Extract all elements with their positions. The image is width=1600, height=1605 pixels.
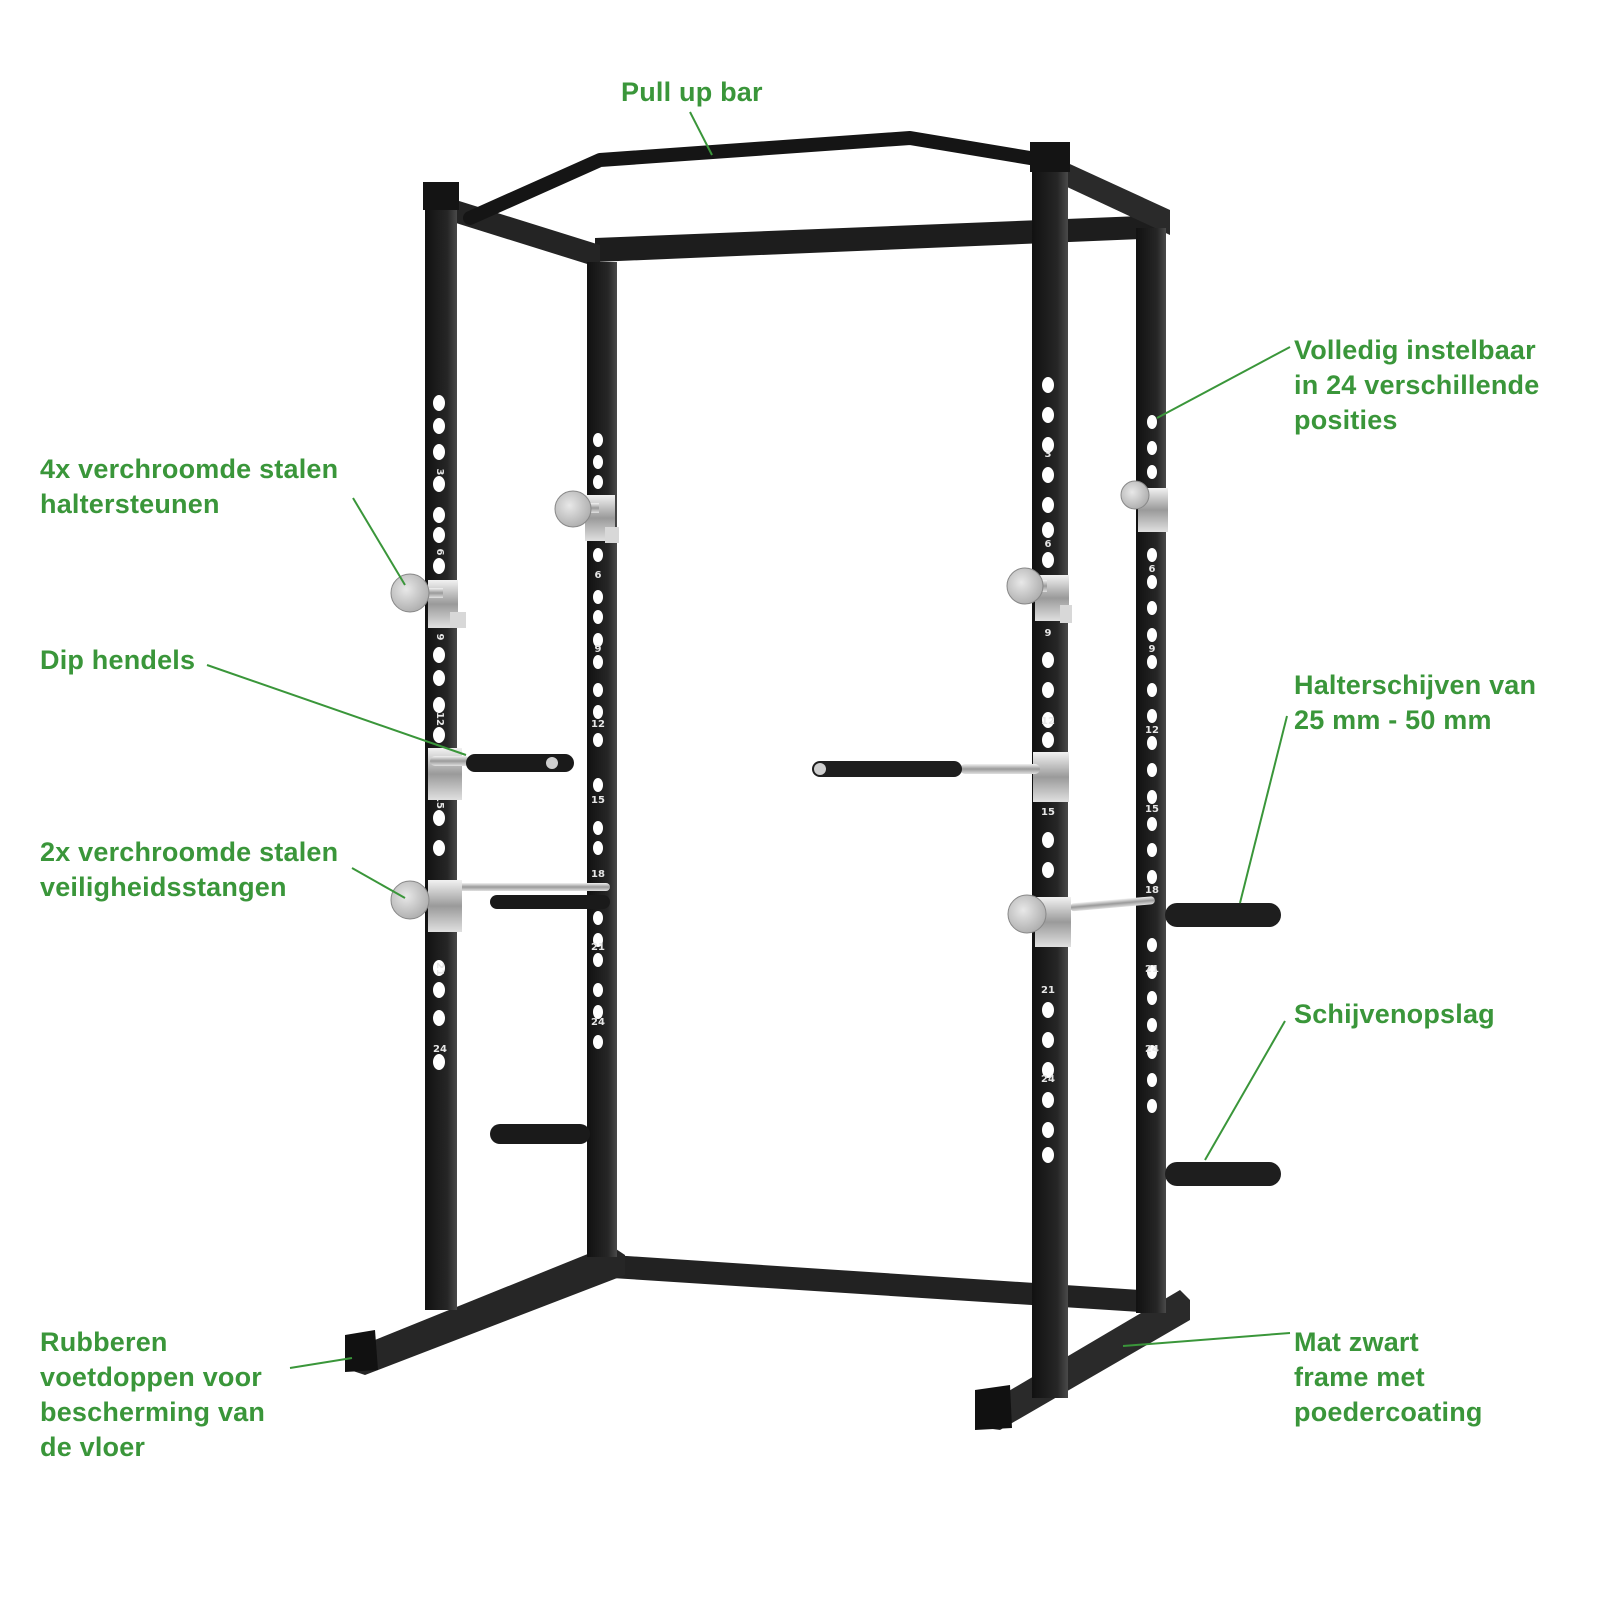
label-plate-storage: Schijvenopslag <box>1294 999 1495 1029</box>
svg-text:15: 15 <box>591 795 605 806</box>
callout-plate-storage <box>1204 1020 1286 1161</box>
dip-handles <box>428 748 1069 802</box>
svg-text:18: 18 <box>1145 885 1159 896</box>
svg-text:6: 6 <box>434 549 445 556</box>
callout-adjustable <box>1156 346 1291 419</box>
svg-text:12: 12 <box>434 712 445 726</box>
plate-storage-pegs <box>490 903 1281 1186</box>
rubber-foot-cap-right <box>975 1385 1012 1430</box>
back-left-post <box>587 262 617 1257</box>
svg-text:9: 9 <box>1045 628 1052 639</box>
svg-text:15: 15 <box>1041 807 1055 818</box>
callout-dip-handles <box>206 664 467 756</box>
svg-text:12: 12 <box>591 719 605 730</box>
svg-text:12: 12 <box>1145 725 1159 736</box>
label-plate-size: Halterschijven van 25 mm - 50 mm <box>1294 670 1537 735</box>
svg-text:24: 24 <box>591 1017 605 1028</box>
pull-up-bar <box>463 131 1037 225</box>
label-bar-holders: 4x verchroomde stalen haltersteunen <box>40 454 339 519</box>
label-adjustable-positions: Volledig instelbaar in 24 verschillende … <box>1294 335 1540 435</box>
label-pull-up-bar: Pull up bar <box>621 77 763 107</box>
rubber-foot-cap-left <box>345 1330 378 1372</box>
bar-holders <box>390 480 1168 628</box>
svg-text:21: 21 <box>434 962 445 976</box>
svg-text:24: 24 <box>433 1044 447 1055</box>
callout-pull-up-bar <box>689 111 713 156</box>
svg-text:6: 6 <box>1149 564 1156 575</box>
svg-text:21: 21 <box>1145 964 1159 975</box>
svg-text:18: 18 <box>591 869 605 880</box>
callout-rubber-feet <box>289 1357 353 1369</box>
callout-frame-finish <box>1122 1332 1291 1347</box>
svg-text:15: 15 <box>1145 804 1159 815</box>
svg-text:21: 21 <box>591 942 605 953</box>
svg-text:24: 24 <box>1041 1074 1055 1085</box>
callout-lines <box>206 111 1291 1369</box>
svg-text:6: 6 <box>1045 539 1052 550</box>
svg-text:15: 15 <box>434 795 445 809</box>
svg-text:21: 21 <box>1041 985 1055 996</box>
label-safety-bars: 2x verchroomde stalen veiligheidsstangen <box>40 837 339 902</box>
svg-text:6: 6 <box>595 570 602 581</box>
callout-safety-bars <box>351 867 406 899</box>
callout-bar-holders <box>352 497 406 586</box>
position-numbers: 3 6 9 12 15 21 24 6 9 12 15 18 21 24 3 6 9 12 15… <box>433 449 1159 1085</box>
svg-text:9: 9 <box>595 644 602 655</box>
label-frame-finish: Mat zwart frame met poedercoating <box>1294 1327 1483 1427</box>
svg-text:9: 9 <box>1149 644 1156 655</box>
svg-text:9: 9 <box>434 634 445 641</box>
callout-plate-size <box>1239 715 1288 904</box>
svg-text:3: 3 <box>1045 449 1052 460</box>
label-rubber-feet: Rubberen voetdoppen voor bescherming van… <box>40 1327 266 1462</box>
adjustment-holes <box>433 377 1157 1163</box>
safety-bars <box>390 880 1155 947</box>
label-dip-handles: Dip hendels <box>40 645 196 675</box>
svg-text:12: 12 <box>1041 716 1055 727</box>
svg-text:3: 3 <box>434 469 445 476</box>
svg-text:24: 24 <box>1145 1044 1159 1055</box>
